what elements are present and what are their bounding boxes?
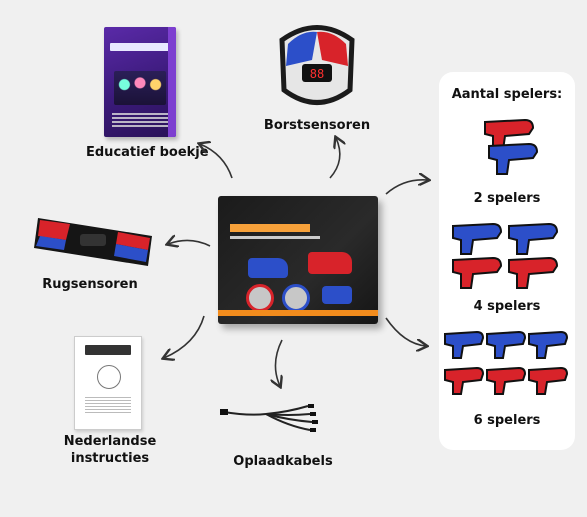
instructions-label-line1: Nederlandse [63,434,157,449]
arrow-to-instructions [164,315,205,358]
players-panel-title: Aantal spelers: [451,87,563,102]
instructions-sheet-image [74,336,142,430]
charging-cables-label: Oplaadkabels [233,454,333,469]
players-option-4: 4 spelers [473,299,541,314]
booklet-image [104,27,176,137]
gun-pair-2-image [484,118,539,175]
arrow-to-back [168,240,211,246]
gun-pairs-4-image [452,222,559,289]
instructions-label-line2: instructies [70,451,150,466]
chest-sensor-image: 88 [279,25,355,105]
back-sensors-label: Rugsensoren [42,277,138,292]
chest-sensors-label: Borstsensoren [263,118,371,133]
lasergame-set-box-image [218,196,378,324]
booklet-label: Educatief boekje [86,145,209,160]
gun-pairs-6-image [444,330,569,395]
players-option-6: 6 spelers [473,413,541,428]
arrow-to-chest [329,138,340,179]
arrow-to-panel-bottom [385,317,426,346]
back-sensor-image [34,218,152,266]
charging-cable-image [220,404,318,432]
players-panel: Aantal spelers: 2 spelers 4 spelers [439,72,575,450]
players-option-2: 2 spelers [473,191,541,206]
svg-text:88: 88 [310,67,324,81]
arrow-to-panel-top [385,180,428,195]
arrow-to-cable [275,339,282,386]
